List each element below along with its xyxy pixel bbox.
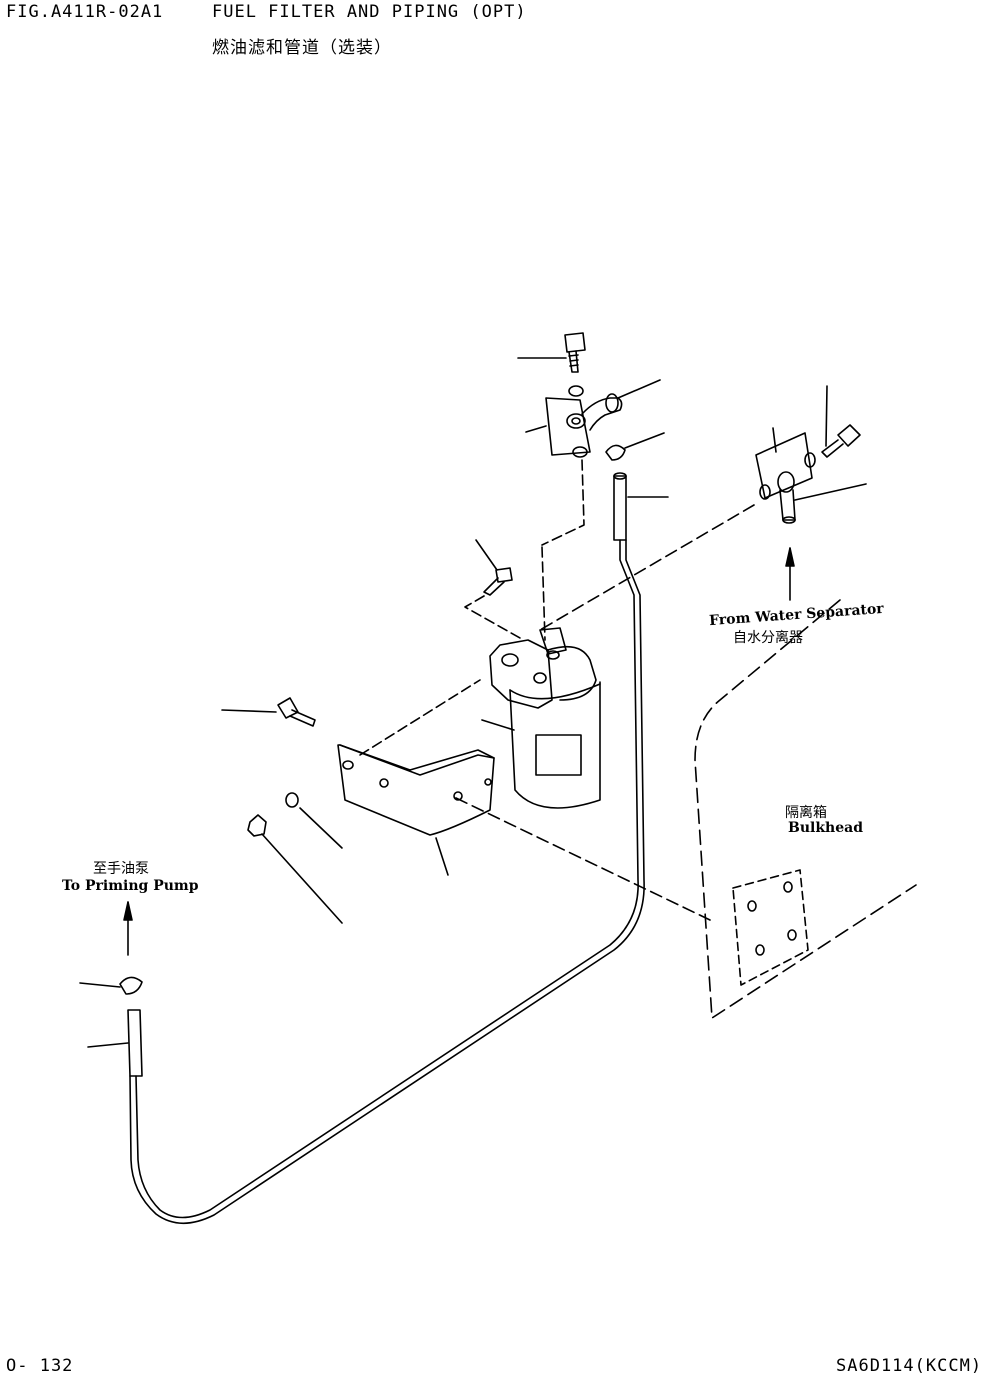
label-from-water-separator-cn: 自水分离器 [733,630,803,646]
washer-right-b [759,484,771,500]
label-to-priming-pump: To Priming Pump [62,878,199,894]
figure-title-cn: 燃油滤和管道（选装） [212,38,392,58]
figure-title-en: FUEL FILTER AND PIPING (OPT) [212,2,527,22]
clamp-top [605,444,626,461]
banjo-fitting-top [525,379,661,456]
figure-number: FIG.A411R-02A1 [6,2,164,22]
mounting-bracket [337,744,495,876]
nut-bracket [247,814,267,837]
banjo-bolt-right [821,385,861,458]
fuel-filter-head [489,627,597,709]
filter-head-bolt [475,539,513,596]
label-to-priming-pump-cn: 至手油泵 [93,861,149,877]
banjo-fitting-right [755,427,867,524]
banjo-bolt-top [517,332,586,373]
bulkhead [694,599,917,1019]
model-code: SA6D114(KCCM) [836,1356,982,1376]
label-bulkhead-cn: 隔离箱 [785,805,827,821]
bulkhead-plate [732,869,809,986]
arrow-to-priming-pump [123,901,133,956]
washer-bracket [285,792,299,808]
arrow-from-water-separator [785,547,795,601]
fuel-filter-canister [509,681,601,809]
washer-top [568,385,584,397]
page-number: O- 132 [6,1356,74,1376]
washer-mid [572,446,588,458]
bracket-bolt [221,697,316,727]
fuel-tube [129,472,669,1224]
clamp-bottom [119,976,143,995]
tube-end-bottom [127,1009,143,1077]
label-bulkhead: Bulkhead [788,820,863,836]
